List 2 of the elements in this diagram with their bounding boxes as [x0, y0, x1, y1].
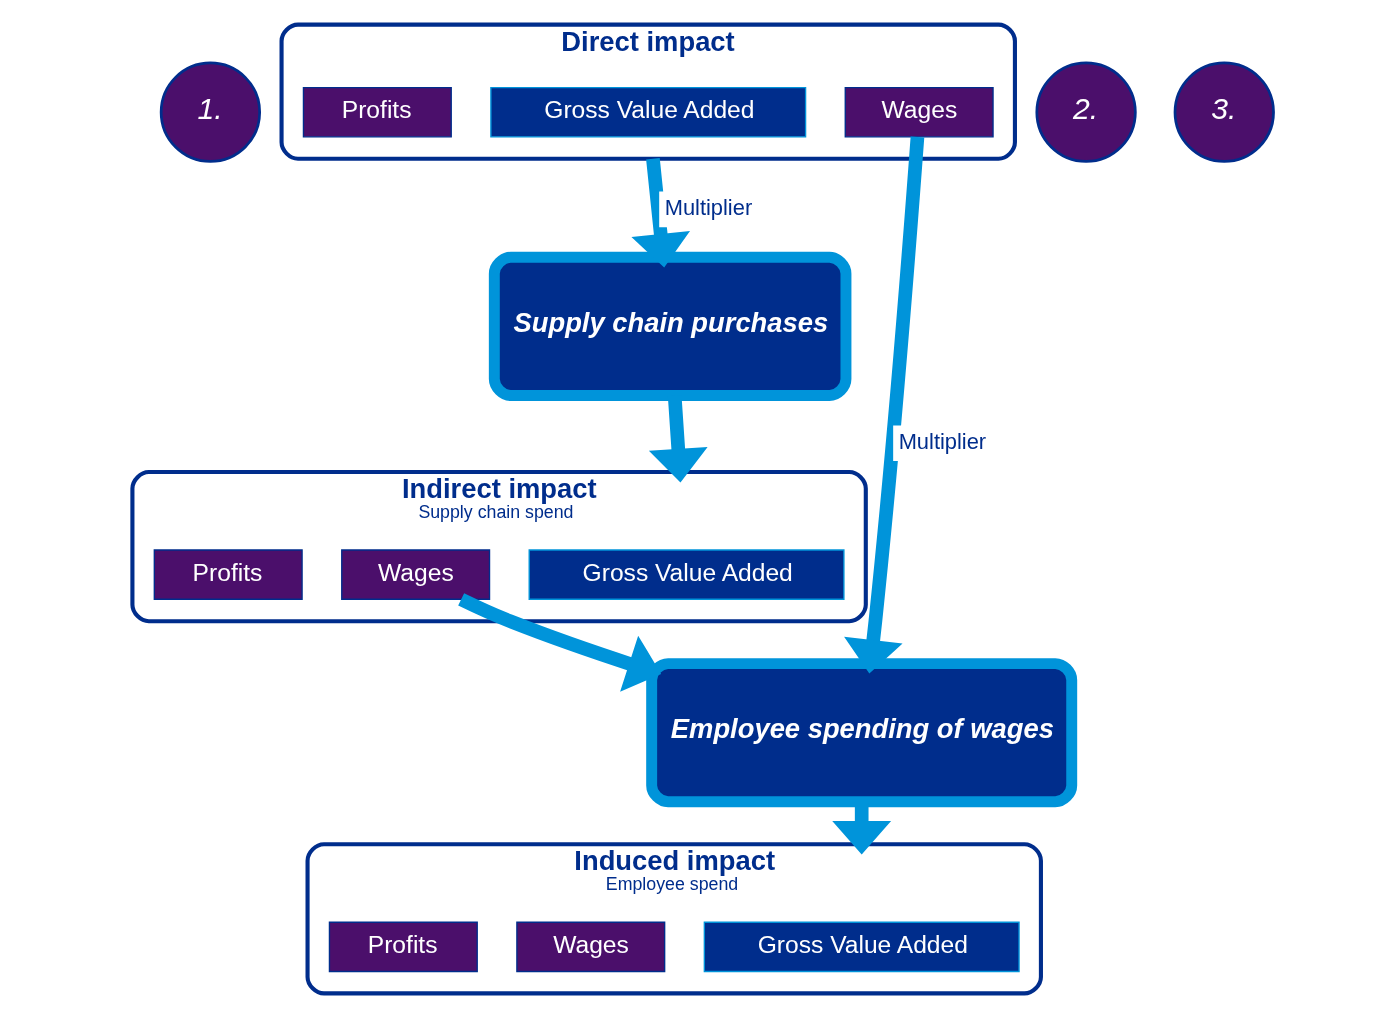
edge-label: Multiplier: [898, 428, 986, 454]
edge-label: Multiplier: [664, 194, 752, 220]
